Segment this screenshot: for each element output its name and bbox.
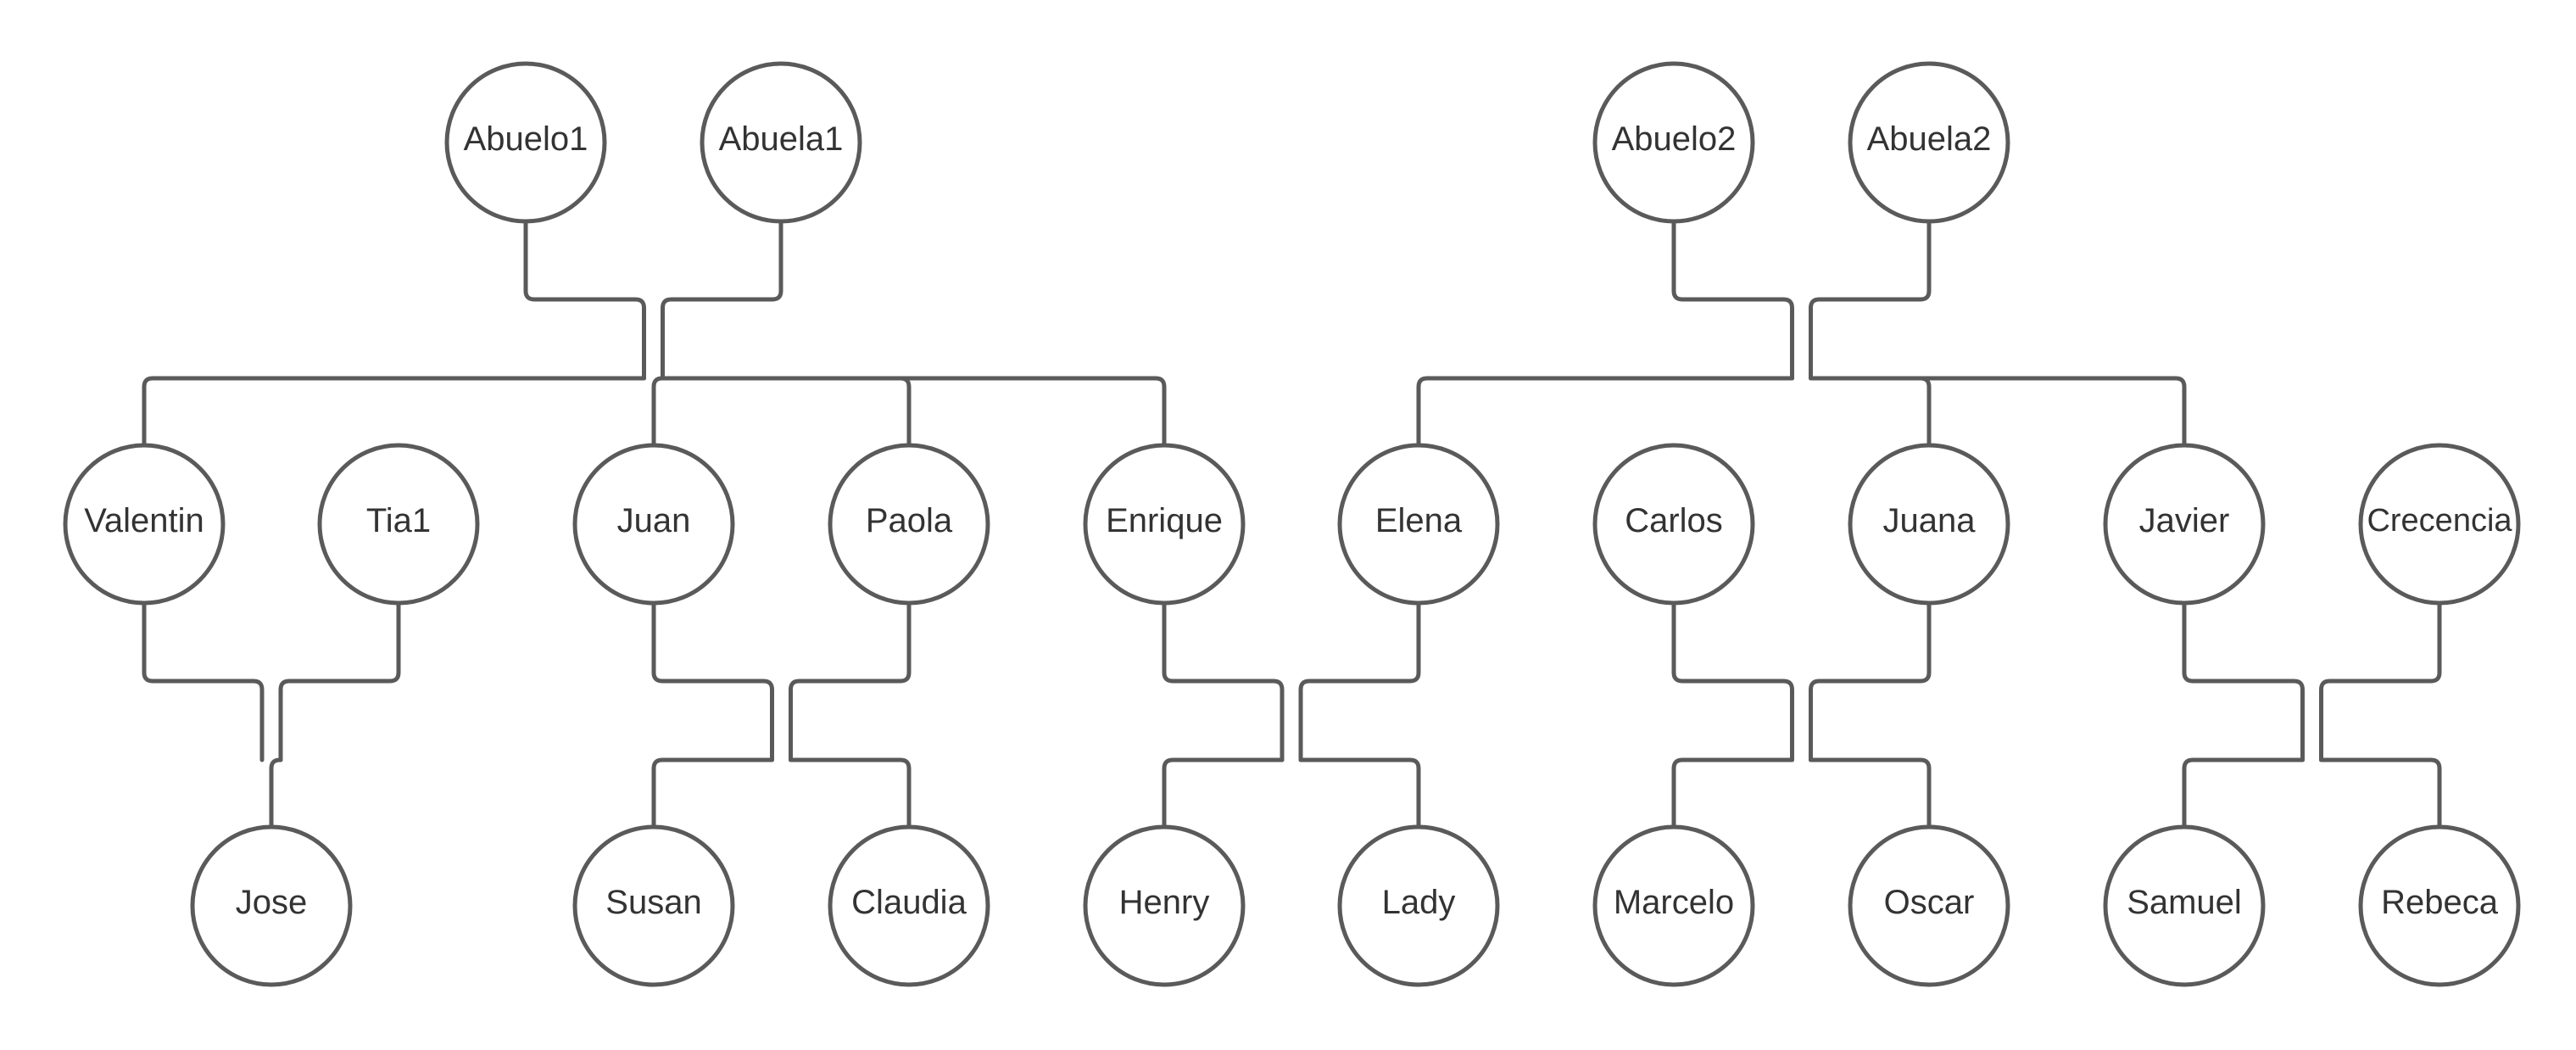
person-circle	[2103, 824, 2266, 987]
person-name: Crecencia	[2367, 503, 2512, 539]
person-node-abuela2[interactable]: Abuela2	[1848, 61, 2010, 224]
person-node-claudia[interactable]: Claudia	[828, 824, 990, 987]
parent-connector-carlos	[1671, 600, 1794, 762]
sibling-bar-5	[1671, 757, 1932, 829]
person-name: Susan	[605, 884, 701, 921]
person-node-abuela1[interactable]: Abuela1	[700, 61, 862, 224]
person-node-jose[interactable]: Jose	[190, 824, 353, 987]
person-name: Paola	[866, 502, 953, 539]
person-circle	[828, 443, 990, 606]
person-circle	[1337, 443, 1500, 606]
person-name: Henry	[1119, 884, 1210, 921]
sibling-bar-4	[1162, 757, 1421, 829]
person-name: Abuelo2	[1612, 120, 1737, 158]
person-name: Samuel	[2127, 884, 2242, 921]
person-node-paola[interactable]: Paola	[828, 443, 990, 606]
parent-connector-enrique	[1162, 600, 1285, 762]
person-circle	[1337, 824, 1500, 987]
person-node-samuel[interactable]: Samuel	[2103, 824, 2266, 987]
person-circle	[2358, 443, 2521, 606]
person-circle	[1083, 443, 1246, 606]
person-node-marcelo[interactable]: Marcelo	[1592, 824, 1755, 987]
parent-connector-elena	[1298, 600, 1421, 762]
parent-connector-abuelo1	[523, 219, 646, 381]
person-node-valentin[interactable]: Valentin	[63, 443, 226, 606]
person-node-crecencia[interactable]: Crecencia	[2358, 443, 2521, 606]
person-circle	[190, 824, 353, 987]
person-name: Elena	[1375, 502, 1463, 539]
person-node-elena[interactable]: Elena	[1337, 443, 1500, 606]
parent-connector-paola	[789, 600, 912, 762]
person-name: Marcelo	[1614, 884, 1734, 921]
sibling-bar-6	[2182, 757, 2442, 829]
person-name: Carlos	[1625, 502, 1723, 539]
person-node-susan[interactable]: Susan	[572, 824, 735, 987]
parent-connector-crecencia	[2319, 600, 2442, 762]
person-circle	[572, 443, 735, 606]
person-name: Abuela2	[1867, 120, 1992, 158]
person-node-javier[interactable]: Javier	[2103, 443, 2266, 606]
person-node-oscar[interactable]: Oscar	[1848, 824, 2010, 987]
person-circle	[700, 61, 862, 224]
person-circle	[1083, 824, 1246, 987]
connector-lines	[142, 219, 2442, 829]
person-node-carlos[interactable]: Carlos	[1592, 443, 1755, 606]
person-name: Juan	[617, 502, 691, 539]
person-circle	[2358, 824, 2521, 987]
person-node-juana[interactable]: Juana	[1848, 443, 2010, 606]
person-name: Abuela1	[719, 120, 844, 158]
parent-connector-abuelo2	[1671, 219, 1794, 381]
person-node-enrique[interactable]: Enrique	[1083, 443, 1246, 606]
parent-connector-juan	[651, 600, 774, 762]
parent-connector-tia1	[278, 600, 401, 762]
person-name: Jose	[236, 884, 308, 921]
sibling-bar-3	[651, 757, 912, 829]
person-name: Juana	[1883, 502, 1977, 539]
person-node-lady[interactable]: Lady	[1337, 824, 1500, 987]
person-node-abuelo1[interactable]: Abuelo1	[444, 61, 607, 224]
person-circle	[1592, 61, 1755, 224]
person-circle	[1848, 443, 2010, 606]
person-name: Rebeca	[2381, 884, 2499, 921]
person-name: Lady	[1382, 884, 1456, 921]
person-circle	[828, 824, 990, 987]
person-name: Abuelo1	[464, 120, 588, 158]
person-circle	[1848, 824, 2010, 987]
parent-connector-abuela2	[1809, 219, 1932, 381]
person-node-henry[interactable]: Henry	[1083, 824, 1246, 987]
person-circle	[444, 61, 607, 224]
person-circle	[1592, 443, 1755, 606]
person-circle	[317, 443, 480, 606]
parent-connector-abuela1	[661, 219, 783, 381]
parent-connector-valentin	[142, 600, 265, 762]
person-name: Enrique	[1106, 502, 1223, 539]
person-circle	[1592, 824, 1755, 987]
person-name: Javier	[2139, 502, 2230, 539]
person-node-rebeca[interactable]: Rebeca	[2358, 824, 2521, 987]
person-node-tia1[interactable]: Tia1	[317, 443, 480, 606]
parent-connector-juana	[1809, 600, 1932, 762]
person-circle	[572, 824, 735, 987]
person-node-juan[interactable]: Juan	[572, 443, 735, 606]
person-circle	[1848, 61, 2010, 224]
sibling-bar-1	[1416, 376, 2187, 448]
parent-connector-javier	[2182, 600, 2305, 762]
person-name: Valentin	[84, 502, 204, 539]
sibling-bar-0	[142, 376, 1167, 448]
person-circle	[2103, 443, 2266, 606]
person-name: Claudia	[851, 884, 967, 921]
person-name: Oscar	[1884, 884, 1975, 921]
person-node-abuelo2[interactable]: Abuelo2	[1592, 61, 1755, 224]
sibling-bar-2	[269, 757, 283, 829]
person-name: Tia1	[366, 502, 431, 539]
person-circle	[63, 443, 226, 606]
